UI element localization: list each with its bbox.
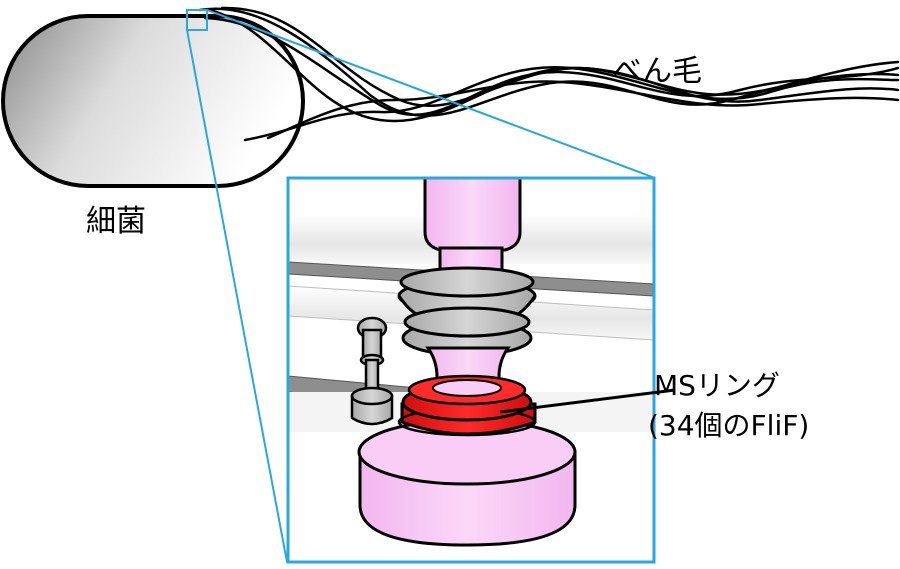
motor-closeup bbox=[288, 178, 654, 547]
c-ring-base bbox=[357, 418, 577, 547]
zoom-line-right bbox=[206, 9, 656, 179]
zoom-line-left bbox=[186, 29, 288, 563]
flagellum-strand bbox=[203, 16, 900, 117]
flagellum-strand bbox=[266, 80, 900, 140]
flagellum-strand bbox=[220, 6, 900, 107]
flagellum-strand bbox=[208, 8, 900, 123]
ms-ring-sublabel: (34個のFliF) bbox=[648, 409, 810, 442]
flagellum-strand bbox=[243, 65, 900, 142]
bacterium-label: 細菌 bbox=[86, 204, 146, 239]
bacterium-cell-body bbox=[1, 14, 305, 188]
zoom-inset-frame bbox=[286, 176, 656, 564]
rod-upper bbox=[423, 178, 522, 252]
ms-ring-label: MSリング bbox=[654, 369, 780, 402]
ms-ring bbox=[397, 374, 537, 437]
zoom-source-box bbox=[186, 9, 208, 31]
ms-ring-leader-line bbox=[499, 388, 676, 414]
flagella-filaments bbox=[198, 6, 900, 142]
stator-unit bbox=[350, 316, 394, 426]
flagellum-label: べん毛 bbox=[612, 54, 702, 89]
